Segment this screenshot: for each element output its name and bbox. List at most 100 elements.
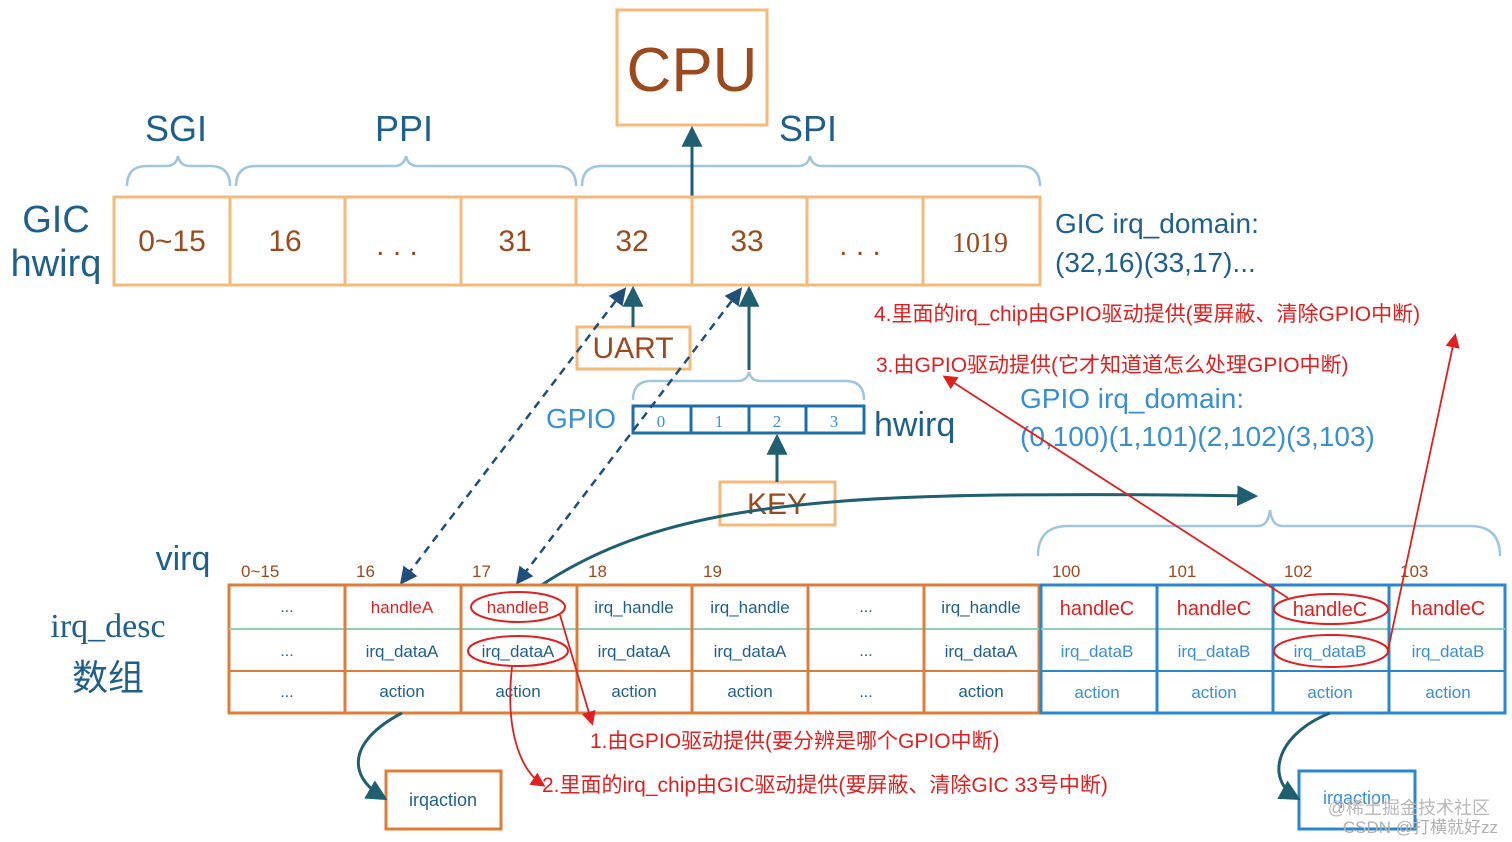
desc-cell: action	[611, 682, 656, 701]
uart-box: UART	[575, 325, 692, 371]
virq-index: 16	[356, 562, 375, 581]
desc-cell: ...	[280, 684, 293, 701]
irq-dataB-highlight	[1273, 634, 1389, 668]
note2-arrow	[509, 666, 546, 787]
desc-cell: ...	[859, 643, 872, 660]
irqaction-right-label: irqaction	[1323, 788, 1391, 808]
desc-cell: irq_dataB	[1178, 642, 1251, 661]
handleB-highlight	[470, 591, 566, 623]
note3-arrow	[942, 375, 1289, 599]
virq-index: 103	[1400, 562, 1428, 581]
desc-cell: irq_dataA	[598, 642, 671, 661]
desc-cell: irq_dataB	[1294, 642, 1367, 661]
gic-cell: 16	[268, 225, 301, 258]
gpio-brace	[631, 371, 866, 401]
gpio-virq-brace	[1036, 509, 1502, 557]
sgi-label: SGI	[145, 108, 207, 149]
watermark-line2: CSDN @打横就好zz	[1343, 818, 1498, 837]
desc-cell: irq_dataA	[945, 642, 1018, 661]
desc-cell: ...	[280, 643, 293, 660]
note-2: 2.里面的irq_chip由GIC驱动提供(要屏蔽、清除GIC 33号中断)	[542, 774, 1108, 797]
desc-cell: irq_dataA	[714, 642, 787, 661]
watermark-line1: @稀土掘金技术社区	[1328, 798, 1490, 818]
virq-index: 18	[588, 562, 607, 581]
desc-cell-handle: handleC	[1060, 598, 1135, 620]
irq-desc-table-gpio	[1039, 583, 1507, 715]
desc-cell: action	[1307, 683, 1352, 702]
gic32-virq16-dashed-arrow	[399, 287, 627, 585]
sgi-brace	[125, 155, 232, 187]
desc-cell: irq_handle	[594, 598, 673, 617]
desc-cell: irq_dataA	[366, 642, 439, 661]
gpio-cell: 0	[657, 412, 666, 431]
gic33-virq17-dashed-arrow	[515, 287, 743, 585]
irq-dataA-highlight	[467, 635, 569, 667]
gic-title: GIC	[22, 199, 90, 241]
note-1: 1.由GPIO驱动提供(要分辨是哪个GPIO中断)	[590, 730, 1000, 753]
irq-desc-label: irq_desc	[50, 608, 165, 645]
irq-desc-array-label: 数组	[72, 657, 144, 698]
gic-cell: 0~15	[138, 225, 206, 258]
virq-index: 102	[1284, 562, 1312, 581]
irq-desc-cells: ... ... ... handleA irq_dataA action han…	[280, 598, 1485, 702]
spi-brace	[580, 155, 1042, 187]
desc-cell-handle: handleC	[1411, 598, 1486, 620]
gic-cell: . . .	[376, 229, 418, 262]
action-to-irqaction-left-arrow	[356, 711, 403, 801]
gpio-cell: 2	[773, 412, 782, 431]
gic-domain-line2: (32,16)(33,17)...	[1055, 247, 1256, 278]
virq-index: 17	[472, 562, 491, 581]
irqaction-left-label: irqaction	[409, 790, 477, 810]
virq-label: virq	[156, 540, 211, 578]
virq-index-labels: 0~15 16 17 18 19 100 101 102 103	[241, 562, 1428, 581]
desc-cell: action	[495, 682, 540, 701]
gic-cell: 33	[730, 225, 763, 258]
desc-cell-handle: handleC	[1293, 599, 1368, 621]
gpio-cell: 3	[830, 412, 839, 431]
note4-arrow	[1387, 333, 1460, 651]
desc-cell: action	[958, 682, 1003, 701]
note1-arrow	[559, 614, 596, 726]
gic-hwirq-title: hwirq	[11, 243, 102, 285]
note-3: 3.由GPIO驱动提供(它才知道道怎么处理GPIO中断)	[876, 354, 1349, 377]
desc-cell: ...	[859, 599, 872, 616]
ppi-label: PPI	[375, 108, 433, 149]
gic-cell: 32	[615, 225, 648, 258]
desc-cell: action	[727, 682, 772, 701]
desc-cell: action	[1191, 683, 1236, 702]
virq-index: 101	[1168, 562, 1196, 581]
handleC-highlight	[1273, 593, 1389, 625]
gpio-hwirq-label: hwirq	[874, 406, 955, 444]
gpio-domain-line1: GPIO irq_domain:	[1020, 383, 1244, 414]
uart-label: UART	[592, 332, 673, 365]
desc-cell: irq_handle	[710, 598, 789, 617]
desc-cell: ...	[859, 684, 872, 701]
virq-index: 100	[1052, 562, 1080, 581]
desc-cell: action	[1074, 683, 1119, 702]
desc-cell-handle: handleA	[371, 598, 434, 617]
desc-cell-handle: handleC	[1177, 598, 1252, 620]
virq-index: 0~15	[241, 562, 279, 581]
virq-index: 19	[703, 562, 722, 581]
gpio-cell: 1	[715, 412, 724, 431]
cpu-box: CPU	[615, 8, 769, 127]
irqaction-left-box: irqaction	[384, 769, 503, 831]
irq-desc-table-gic	[227, 583, 1041, 715]
cpu-label: CPU	[627, 36, 758, 105]
desc-cell: action	[379, 682, 424, 701]
note-4: 4.里面的irq_chip由GPIO驱动提供(要屏蔽、清除GPIO中断)	[874, 303, 1420, 326]
desc-cell: irq_handle	[941, 598, 1020, 617]
gic-hwirq-row: 0~15 16 . . . 31 32 33 . . . 1019	[112, 195, 1042, 287]
gic-domain-line1: GIC irq_domain:	[1055, 208, 1259, 239]
desc-cell-handle: handleB	[487, 598, 549, 617]
desc-cell: action	[1425, 683, 1470, 702]
gpio-hwirq-row: 0 1 2 3	[631, 404, 866, 435]
gpio-domain-line2: (0,100)(1,101)(2,102)(3,103)	[1020, 421, 1375, 452]
ppi-brace	[234, 155, 578, 187]
gic-cell: 1019	[952, 228, 1008, 259]
action-to-irqaction-right-arrow	[1277, 711, 1331, 801]
desc-cell: irq_dataB	[1412, 642, 1485, 661]
gpio-label: GPIO	[546, 403, 616, 434]
desc-cell: irq_dataB	[1061, 642, 1134, 661]
